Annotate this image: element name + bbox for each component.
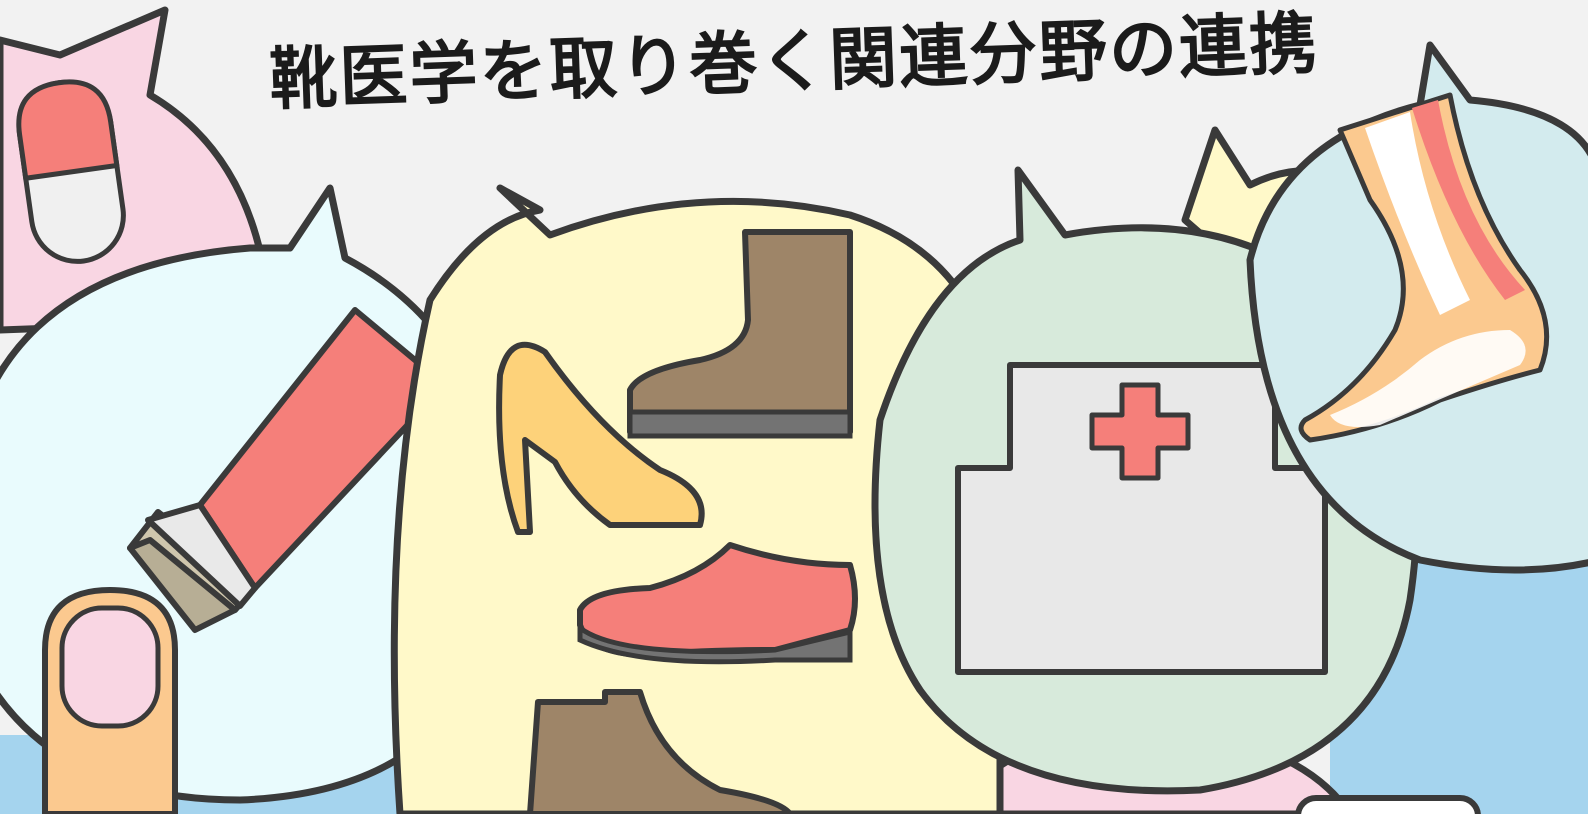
foot-bone-xray-icon bbox=[1298, 92, 1550, 443]
ankle-boot-icon bbox=[527, 689, 793, 814]
capsule-icon bbox=[16, 79, 126, 264]
hospital-icon bbox=[955, 362, 1328, 675]
fingernail-icon bbox=[42, 586, 178, 814]
high-heel-icon bbox=[496, 341, 705, 535]
footwear-bubble bbox=[390, 184, 1004, 814]
corner-tab bbox=[1295, 795, 1481, 814]
boot-icon bbox=[627, 229, 853, 439]
dress-shoe-icon bbox=[577, 542, 858, 665]
orthopedics-bubble bbox=[1246, 41, 1588, 574]
pharmacy-bubble bbox=[0, 6, 274, 334]
